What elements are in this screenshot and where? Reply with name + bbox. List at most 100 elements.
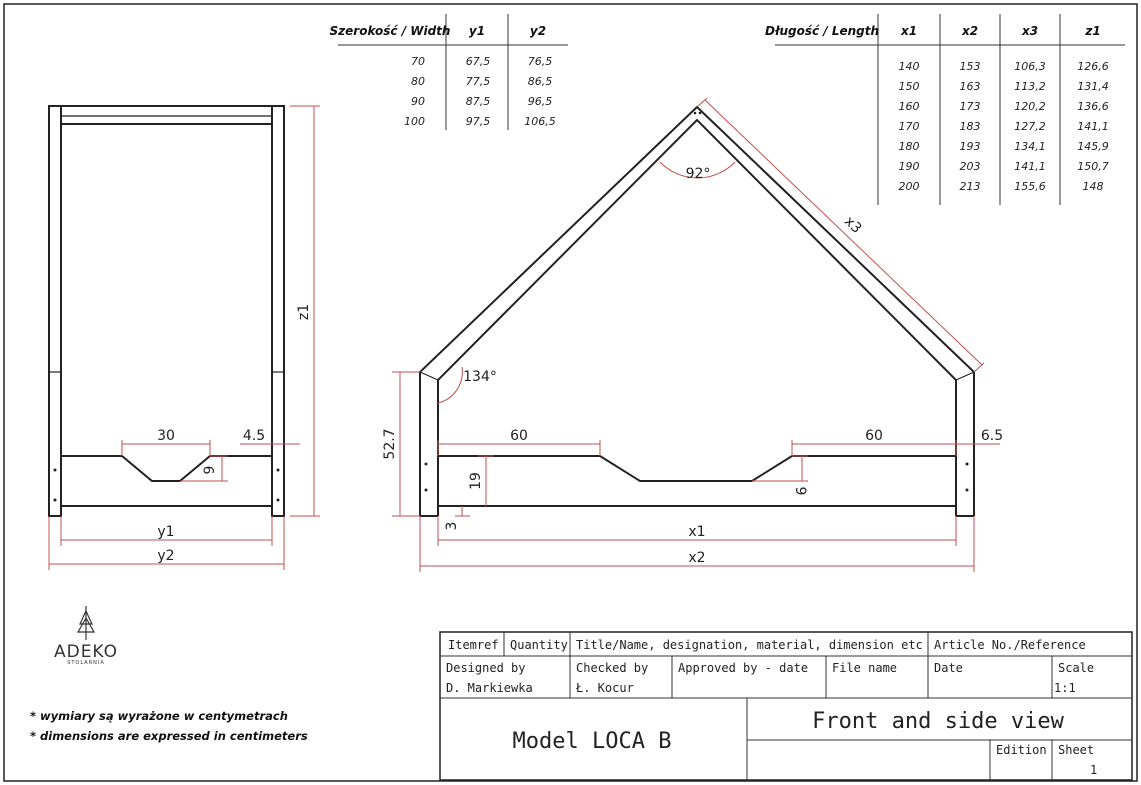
front-view: 92° 134° x3 52.7 60 60 6.5 19 [382,97,1003,572]
length-row: 200 213 155,6 148 [899,180,1104,193]
tb-edition: Edition [996,743,1047,757]
tb-title-name: Title/Name, designation, material, dimen… [576,638,923,652]
length-cell: 153 [960,60,981,73]
width-cell: 77,5 [466,75,491,88]
note-english: * dimensions are expressed in centimeter… [30,729,308,743]
length-cell: 200 [899,180,920,193]
title-block: Itemref Quantity Title/Name, designation… [439,631,1133,781]
tb-date: Date [934,661,963,675]
length-cell: 160 [899,100,920,113]
width-cell: 76,5 [528,55,553,68]
length-table-header: x2 [961,24,978,38]
length-row: 170 183 127,2 141,1 [899,120,1109,133]
front-notched-rail [438,455,956,482]
width-cell: 97,5 [466,115,491,128]
length-cell: 183 [960,120,981,133]
length-cell: 213 [960,180,981,193]
adeko-logo: ADEKO STOLARNIA [54,606,117,666]
length-cell: 190 [899,160,920,173]
front-inner-frame [437,118,957,516]
width-cell: 67,5 [466,55,491,68]
tb-quantity: Quantity [510,638,568,652]
length-cell: 155,6 [1014,180,1046,193]
tb-sheet-value: 1 [1090,763,1097,777]
length-cell: 203 [960,160,981,173]
tb-sheet: Sheet [1058,743,1094,757]
length-cell: 163 [960,80,981,93]
length-table-header: x3 [1021,24,1038,38]
length-table-header: z1 [1084,24,1100,38]
length-cell: 141,1 [1077,120,1109,133]
length-cell: 113,2 [1014,80,1046,93]
dim-x1: x1 [688,524,705,540]
side-right-post [271,105,285,517]
tb-designer: D. Markiewka [446,681,533,695]
dim-left-rail: 60 [510,428,528,444]
dim-z1: z1 [296,304,312,320]
width-table-header: y2 [530,24,546,38]
width-table-header: y1 [469,24,485,38]
side-top-rail [60,105,273,125]
length-cell: 148 [1083,180,1104,193]
dim-rail-height: 19 [468,472,484,490]
logo-subtitle: STOLARNIA [67,660,105,666]
length-cell: 180 [899,140,920,153]
tb-file-name: File name [832,661,897,675]
length-table: Długość / Length x1 x2 x3 z1 140 153 106… [765,14,1125,205]
length-row: 140 153 106,3 126,6 [899,60,1109,73]
side-notched-rail [61,455,272,482]
dim-corner-angle: 134° [463,369,497,385]
tb-model: Model LOCA B [513,729,672,754]
side-view: z1 30 4.5 9 y1 y2 [48,105,320,570]
note-polish: * wymiary są wyrażone w centymetrach [30,709,288,723]
width-table-header: Szerokość / Width [330,24,451,38]
width-cell: 96,5 [528,95,553,108]
length-row: 160 173 120,2 136,6 [899,100,1109,113]
tb-checker: Ł. Kocur [575,681,634,695]
length-cell: 145,9 [1077,140,1109,153]
length-row: 150 163 113,2 131,4 [899,80,1109,93]
length-row: 190 203 141,1 150,7 [899,160,1109,173]
dim-gap: 3 [444,522,460,531]
dim-apex-angle: 92° [686,166,711,182]
tb-scale-value: 1:1 [1054,681,1076,695]
tb-itemref: Itemref [448,638,499,652]
length-cell: 141,1 [1014,160,1046,173]
dim-notch-depth: 9 [792,487,808,496]
dim-notch-width: 30 [157,428,175,444]
length-table-header: x1 [900,24,917,38]
width-cell: 90 [411,95,425,108]
width-table: Szerokość / Width y1 y2 70 67,5 76,5 80 … [330,14,568,130]
length-table-header: Długość / Length [765,24,879,38]
width-cell: 100 [404,115,425,128]
length-cell: 140 [899,60,920,73]
width-cell: 86,5 [528,75,553,88]
tb-article: Article No./Reference [934,638,1086,652]
tb-approved-by: Approved by - date [678,661,808,675]
sheet-border [3,3,1138,782]
length-cell: 131,4 [1077,80,1109,93]
tb-scale: Scale [1058,661,1094,675]
length-cell: 170 [899,120,920,133]
length-cell: 150,7 [1077,160,1109,173]
width-cell: 70 [411,55,425,68]
dim-post-width: 4.5 [243,428,265,444]
length-cell: 136,6 [1077,100,1109,113]
length-cell: 120,2 [1014,100,1046,113]
dim-y1: y1 [157,524,174,540]
length-cell: 126,6 [1077,60,1109,73]
dim-post-width: 6.5 [981,428,1003,444]
length-cell: 193 [960,140,981,153]
dim-wall-height: 52.7 [382,428,398,459]
length-cell: 127,2 [1014,120,1046,133]
width-cell: 106,5 [524,115,556,128]
width-cell: 80 [411,75,425,88]
dim-y2: y2 [157,548,174,564]
length-cell: 106,3 [1014,60,1046,73]
length-row: 180 193 134,1 145,9 [899,140,1109,153]
length-cell: 134,1 [1014,140,1046,153]
tb-checked-by: Checked by [576,661,648,675]
length-cell: 150 [899,80,920,93]
